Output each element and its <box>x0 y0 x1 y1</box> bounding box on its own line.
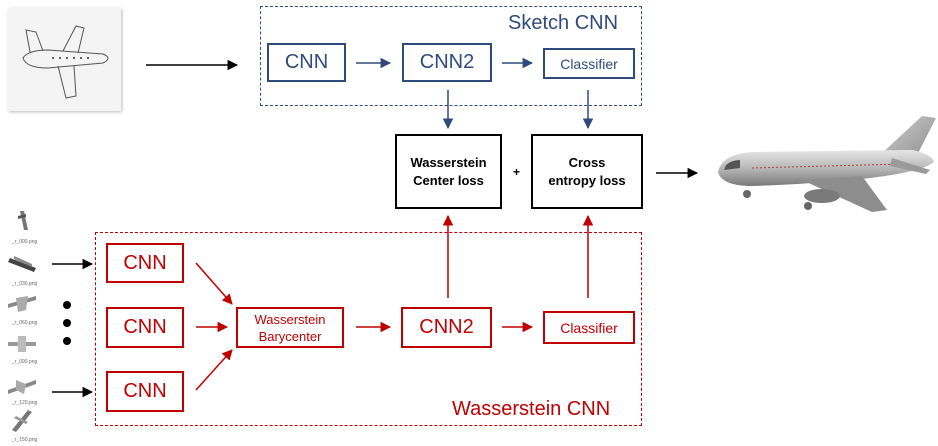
sketch-cnn-box: CNN <box>267 43 346 82</box>
wasserstein-cnn-box-2: CNN <box>106 307 184 348</box>
airplane-view-icon <box>18 211 28 230</box>
airplane-view-icon <box>8 336 36 352</box>
view-thumbnail-label: _r_120.png <box>12 400 38 406</box>
airplane-view-icon <box>8 256 36 272</box>
cnn3-to-barycenter-arrow <box>195 349 233 391</box>
view-thumbnail <box>8 208 36 234</box>
wasserstein-center-loss-box: Wasserstein Center loss <box>395 134 502 209</box>
vertical-ellipsis-icon <box>63 301 71 345</box>
plus-sign: + <box>513 165 521 179</box>
output-airplane-image <box>712 110 938 218</box>
airplane-view-icon <box>12 410 32 432</box>
cnn1-to-barycenter-arrow <box>195 262 233 305</box>
ellipsis-dots <box>61 300 73 348</box>
view-thumbnail <box>6 372 38 398</box>
view-thumbnail-label: _r_030.png <box>12 281 38 287</box>
sketch-cnn2-box: CNN2 <box>402 43 492 82</box>
view-thumbnail-label: _r_150.png <box>12 437 38 443</box>
sketch-classifier-box: Classifier <box>543 48 635 79</box>
wasserstein-cnn-box-1: CNN <box>106 243 184 283</box>
view-thumbnail <box>6 330 38 356</box>
airplane-3d-icon <box>718 116 936 212</box>
view-thumbnail-label: _r_000.png <box>12 239 38 245</box>
view-thumbnail <box>8 408 36 434</box>
wasserstein-cnn2-box: CNN2 <box>401 307 492 348</box>
wasserstein-classifier-box: Classifier <box>543 311 635 344</box>
sketch-cnn-group <box>260 6 642 106</box>
sketch-cnn-title: Sketch CNN <box>508 12 619 34</box>
view-thumbnail-label: _r_060.png <box>12 320 38 326</box>
view-thumbnail <box>8 250 38 276</box>
sketch-image <box>8 8 121 111</box>
cross-entropy-loss-box: Cross entropy loss <box>531 134 643 209</box>
wasserstein-cnn-group <box>95 232 642 426</box>
view-thumbnail-label: _r_090.png <box>12 359 38 365</box>
airplane-view-icon <box>8 296 36 312</box>
wasserstein-barycenter-box: Wasserstein Barycenter <box>236 307 344 348</box>
airplane-sketch-icon <box>22 25 109 99</box>
wasserstein-cnn-box-3: CNN <box>106 371 184 412</box>
wasserstein-cnn-title: Wasserstein CNN <box>452 398 611 420</box>
airplane-view-icon <box>8 380 36 394</box>
view-thumbnail <box>6 290 38 316</box>
